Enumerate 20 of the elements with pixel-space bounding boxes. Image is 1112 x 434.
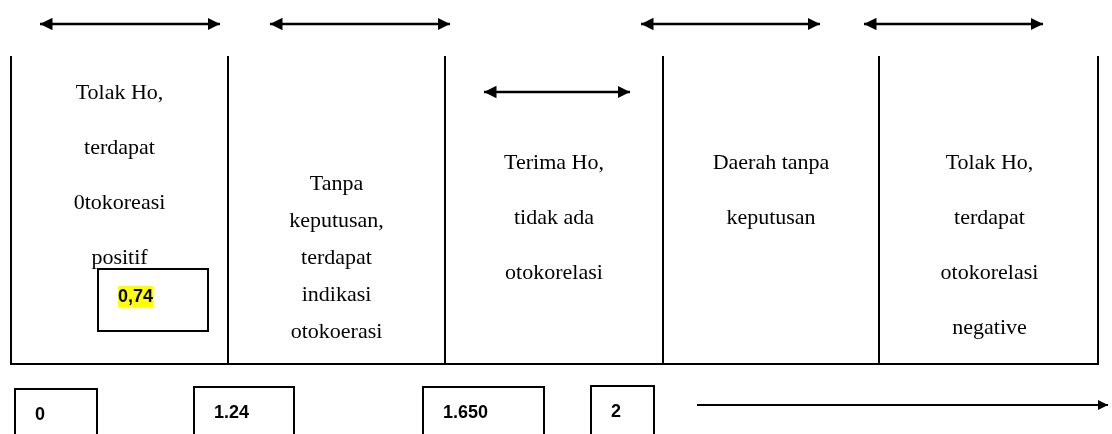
- region-band: [878, 56, 1099, 365]
- region-label: Tanpa keputusan, terdapat indikasi otokoerasi: [288, 169, 385, 345]
- value-box: [97, 268, 209, 332]
- region-label: Tolak Ho, terdapat otokorelasi negative: [939, 148, 1040, 341]
- value-label: 0,74: [118, 286, 154, 307]
- value-box: [14, 388, 98, 434]
- value-label: 0: [35, 404, 45, 425]
- region-label: Terima Ho, tidak ada otokorelasi: [503, 148, 605, 286]
- value-label: 1.650: [443, 402, 489, 423]
- region-band: [227, 56, 444, 365]
- value-label: 1.24: [214, 402, 250, 423]
- region-label: Daerah tanpa keputusan: [711, 148, 831, 231]
- value-box: [193, 386, 295, 434]
- value-box: [590, 385, 655, 434]
- region-label: Tolak Ho, terdapat 0tokoreasi positif: [72, 78, 167, 271]
- value-label: 2: [611, 401, 621, 422]
- region-band: [662, 56, 878, 365]
- value-box: [422, 386, 545, 434]
- region-band: [10, 56, 227, 365]
- region-band: [444, 56, 662, 365]
